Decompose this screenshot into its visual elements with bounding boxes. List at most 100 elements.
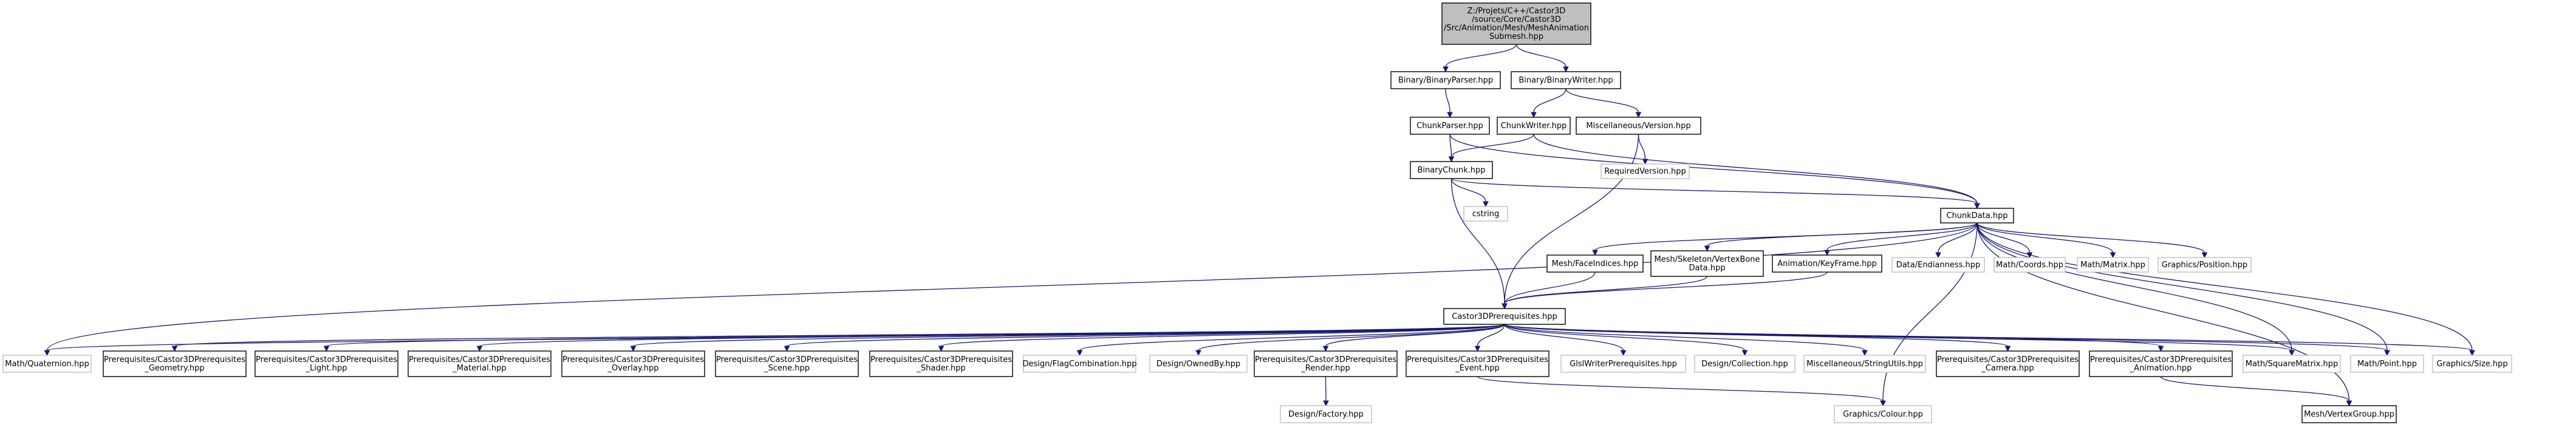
node-label: Animation/KeyFrame.hpp xyxy=(1777,259,1877,268)
node-box xyxy=(2157,257,2252,273)
node-box xyxy=(2,355,92,373)
node-label: Graphics/Size.hpp xyxy=(2436,360,2507,369)
node-box xyxy=(1993,257,2066,273)
node-label: Design/FlagCombination.hpp xyxy=(1022,360,1136,369)
nodes-layer: Z:/Projets/C++/Castor3D/source/Core/Cast… xyxy=(2,2,2512,423)
node-box xyxy=(103,350,247,377)
node-label: cstring xyxy=(1472,210,1499,219)
node-box xyxy=(561,350,705,377)
node-animation[interactable]: Prerequisites/Castor3DPrerequisites_Anim… xyxy=(2089,350,2233,377)
node-label: _Scene.hpp xyxy=(764,364,810,373)
edge-version-to-reqversion xyxy=(1638,134,1648,165)
node-camera[interactable]: Prerequisites/Castor3DPrerequisites_Came… xyxy=(1936,350,2080,377)
node-box xyxy=(1280,405,1372,423)
node-sqmatrix: Math/SquareMatrix.hpp xyxy=(2243,355,2341,373)
node-box xyxy=(408,350,552,377)
node-label: Data.hpp xyxy=(1689,264,1726,273)
edge-binchunk-to-cstring xyxy=(1450,178,1489,208)
node-box xyxy=(1650,250,1764,277)
node-label: Prerequisites/Castor3DPrerequisites xyxy=(562,355,704,364)
node-overlay[interactable]: Prerequisites/Castor3DPrerequisites_Over… xyxy=(561,350,705,377)
node-prereq[interactable]: Castor3DPrerequisites.hpp xyxy=(1443,308,1566,325)
edges-layer xyxy=(44,44,2475,407)
node-box xyxy=(1441,2,1591,45)
node-box xyxy=(1772,254,1882,273)
node-event[interactable]: Prerequisites/Castor3DPrerequisites_Even… xyxy=(1406,350,1549,377)
node-scene[interactable]: Prerequisites/Castor3DPrerequisites_Scen… xyxy=(715,350,859,377)
node-render[interactable]: Prerequisites/Castor3DPrerequisites_Rend… xyxy=(1254,350,1398,377)
node-reqversion: RequiredVersion.hpp xyxy=(1601,163,1690,179)
node-endianness: Data/Endianness.hpp xyxy=(1891,257,1985,273)
node-box xyxy=(1560,355,1686,373)
node-version[interactable]: Miscellaneous/Version.hpp xyxy=(1576,117,1701,135)
node-box xyxy=(1601,163,1690,179)
edge-binparser-to-chunkparser xyxy=(1445,88,1453,118)
node-box xyxy=(1406,350,1549,377)
node-label: _Shader.hpp xyxy=(916,364,965,373)
edge-keyframe-to-prereq xyxy=(1502,271,1828,310)
node-label: Graphics/Colour.hpp xyxy=(1843,410,1923,419)
node-chunkparser[interactable]: ChunkParser.hpp xyxy=(1410,117,1490,135)
node-binchunk[interactable]: BinaryChunk.hpp xyxy=(1410,161,1493,179)
node-label: GlslWriterPrerequisites.hpp xyxy=(1570,360,1677,369)
node-box xyxy=(255,350,398,377)
node-chunkdata[interactable]: ChunkData.hpp xyxy=(1940,208,2014,224)
node-keyframe[interactable]: Animation/KeyFrame.hpp xyxy=(1772,254,1882,273)
node-label: /source/Core/Castor3D xyxy=(1472,15,1561,24)
node-label: ChunkWriter.hpp xyxy=(1501,121,1567,131)
edge-vertexbone-to-prereq xyxy=(1502,276,1708,310)
node-label: Submesh.hpp xyxy=(1489,32,1543,41)
edge-animation-to-vertexgroup xyxy=(2160,376,2352,407)
edge-binwriter-to-chunkwriter xyxy=(1531,88,1566,118)
node-material[interactable]: Prerequisites/Castor3DPrerequisites_Mate… xyxy=(408,350,552,377)
edge-binchunk-to-chunkdata xyxy=(1450,178,1980,210)
node-box xyxy=(1023,355,1136,373)
node-vertexgroup[interactable]: Mesh/VertexGroup.hpp xyxy=(2301,405,2397,423)
node-binwriter[interactable]: Binary/BinaryWriter.hpp xyxy=(1511,71,1621,89)
node-box xyxy=(1254,350,1398,377)
node-label: Design/Factory.hpp xyxy=(1288,410,1364,419)
node-box xyxy=(1834,405,1932,423)
node-label: Z:/Projets/C++/Castor3D xyxy=(1467,7,1566,16)
node-ownedby: Design/OwnedBy.hpp xyxy=(1149,355,1248,373)
node-label: Math/SquareMatrix.hpp xyxy=(2246,360,2338,369)
edge-chunkdata-to-matrix xyxy=(1976,222,2116,259)
node-label: RequiredVersion.hpp xyxy=(1604,167,1686,176)
edge-event-to-colour xyxy=(1477,376,1886,407)
edge-chunkdata-to-colour xyxy=(1880,222,1978,407)
node-box xyxy=(1410,117,1490,135)
node-box xyxy=(2089,350,2233,377)
node-box xyxy=(1694,355,1795,373)
node-glslwriter: GlslWriterPrerequisites.hpp xyxy=(1560,355,1686,373)
edge-binchunk-to-prereq xyxy=(1450,178,1508,310)
edge-prereq-to-flagcomb xyxy=(1076,324,1505,357)
edge-chunkdata-to-vertexbone xyxy=(1704,222,1978,252)
node-label: ChunkParser.hpp xyxy=(1416,121,1483,131)
edge-faceindices-to-prereq xyxy=(1502,271,1596,310)
node-label: Math/Quaternion.hpp xyxy=(5,360,89,369)
node-label: _Light.hpp xyxy=(306,364,347,373)
node-box xyxy=(1463,206,1508,222)
node-box xyxy=(869,350,1013,377)
edge-chunkdata-to-position xyxy=(1976,222,2208,259)
node-matrix: Math/Matrix.hpp xyxy=(2077,257,2149,273)
node-label: _Geometry.hpp xyxy=(144,364,204,373)
node-box xyxy=(1149,355,1248,373)
node-light[interactable]: Prerequisites/Castor3DPrerequisites_Ligh… xyxy=(255,350,398,377)
node-shader[interactable]: Prerequisites/Castor3DPrerequisites_Shad… xyxy=(869,350,1013,377)
node-chunkwriter[interactable]: ChunkWriter.hpp xyxy=(1497,117,1571,135)
node-binparser[interactable]: Binary/BinaryParser.hpp xyxy=(1390,71,1501,89)
edge-prereq-to-stringutils xyxy=(1504,324,1868,357)
node-faceindices[interactable]: Mesh/FaceIndices.hpp xyxy=(1546,254,1644,273)
node-geometry[interactable]: Prerequisites/Castor3DPrerequisites_Geom… xyxy=(103,350,247,377)
node-label: Binary/BinaryWriter.hpp xyxy=(1519,76,1613,85)
node-box xyxy=(1443,308,1566,325)
edge-prereq-to-event xyxy=(1474,324,1505,352)
edge-prereq-to-animation xyxy=(1504,324,2164,352)
node-box xyxy=(1497,117,1571,135)
node-size: Graphics/Size.hpp xyxy=(2432,355,2512,373)
node-box xyxy=(1390,71,1501,89)
node-root[interactable]: Z:/Projets/C++/Castor3D/source/Core/Cast… xyxy=(1441,2,1591,45)
